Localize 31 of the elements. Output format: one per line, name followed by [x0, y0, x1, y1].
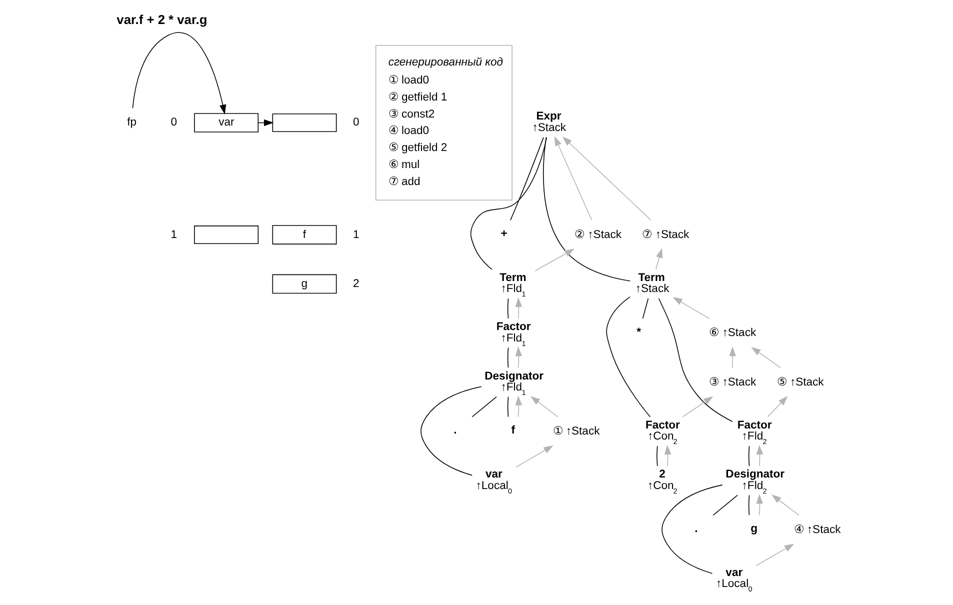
node-text: *: [636, 326, 640, 338]
node-text: ⑥ ↑Stack: [708, 327, 756, 340]
node-text: +: [500, 228, 507, 240]
node-text: g: [750, 523, 758, 535]
node-text: Term ↑Fld$_{1}$: [499, 272, 526, 299]
node-text: Factor ↑Con$_{2}$: [644, 419, 680, 446]
node-text: ⑦ ↑Stack: [642, 228, 689, 241]
label: 2: [352, 278, 359, 290]
node-text: .: [694, 523, 698, 535]
node-text: Factor ↑Fld$_{1}$: [496, 321, 530, 348]
node-text: fp: [126, 116, 136, 129]
node-text: ② ↑Stack: [574, 228, 621, 241]
node-text: ⑤ ↑Stack: [776, 376, 824, 388]
node-text: Designator ↑Fld$_{1}$: [484, 370, 543, 398]
diagram-title: var.f + 2 * var.g: [116, 12, 207, 28]
node-text: var ↑Local$_{0}$: [716, 566, 752, 594]
node-text: Factor ↑Fld$_{2}$: [736, 419, 772, 446]
label: 0: [352, 116, 359, 129]
label: 1: [170, 228, 177, 241]
node-text: 2 ↑Con$_{2}$: [646, 468, 677, 496]
node-text: Term ↑Stack: [634, 272, 669, 296]
node-text: Designator ↑Fld$_{2}$: [725, 468, 784, 496]
label: 0: [170, 116, 177, 129]
node-text: ③ ↑Stack: [708, 376, 756, 388]
node-text: f: [510, 424, 515, 437]
node-text: var ↑Local$_{0}$: [475, 468, 512, 496]
node-text: .: [453, 424, 456, 437]
label: 1: [352, 228, 359, 241]
node-text: ④ ↑Stack: [793, 524, 840, 536]
node-text: Expr ↑Stack: [532, 110, 566, 134]
node-text: ① ↑Stack: [552, 425, 600, 438]
